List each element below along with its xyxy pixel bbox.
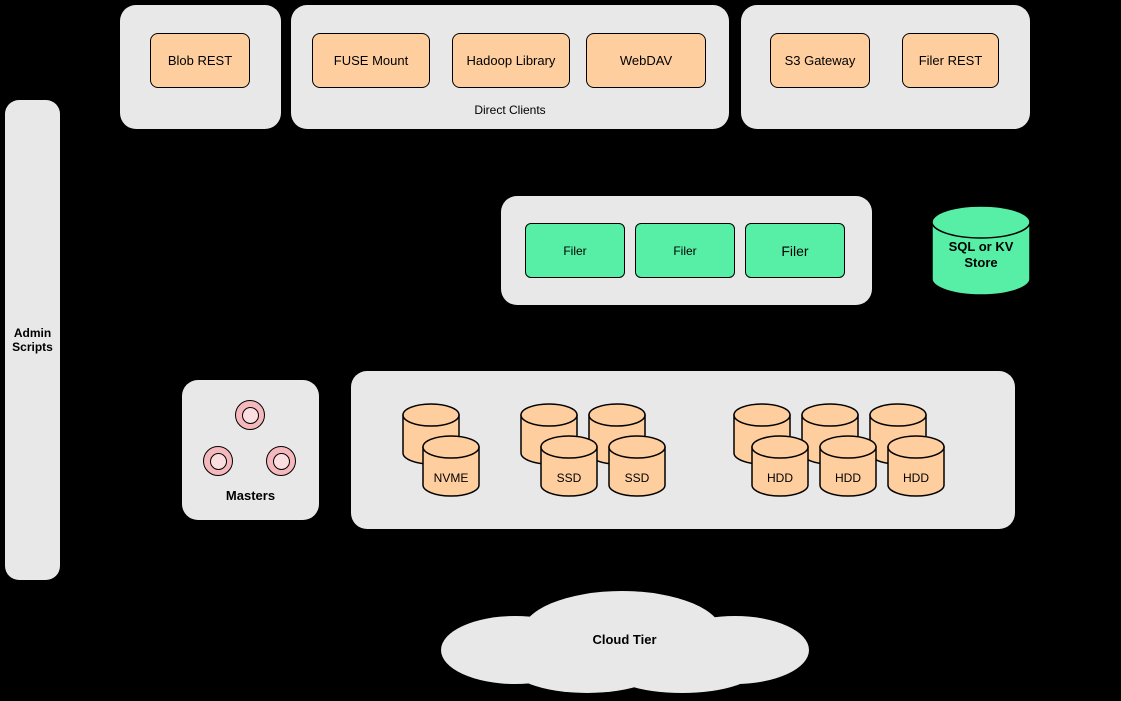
ssd-label: SSD xyxy=(556,471,582,485)
cloud-icon xyxy=(441,591,809,693)
webdav-label: WebDAV xyxy=(619,53,673,68)
admin-scripts-label: Admin Scripts xyxy=(12,325,53,354)
sql-kv-store-label: SQL or KV Store xyxy=(948,239,1014,271)
webdav-node: WebDAV xyxy=(586,33,706,88)
master-node-icon xyxy=(203,446,233,476)
direct-clients-group: FUSE Mount Hadoop Library WebDAV Direct … xyxy=(291,5,729,129)
nvme-cylinder: NVME xyxy=(422,435,480,497)
filer-label-2: Filer xyxy=(673,243,697,258)
hdd-label: HDD xyxy=(767,471,793,485)
cloud-tier-shape: Cloud Tier xyxy=(437,588,812,696)
hdd-cylinder: HDD xyxy=(751,435,809,497)
master-node-icon xyxy=(235,400,265,430)
database-cylinder-icon xyxy=(931,205,1031,296)
hdd-cylinder: HDD xyxy=(887,435,945,497)
filer-rest-label: Filer REST xyxy=(918,53,983,68)
filer-label-3: Filer xyxy=(781,242,809,259)
volume-servers-group: NVME SSD SSD xyxy=(351,371,1015,529)
filer-node-2: Filer xyxy=(635,223,735,278)
filer-node-3: Filer xyxy=(745,223,845,278)
blob-rest-node: Blob REST xyxy=(150,33,250,88)
direct-clients-caption: Direct Clients xyxy=(474,103,546,117)
blob-rest-label: Blob REST xyxy=(167,53,233,68)
hdd-label: HDD xyxy=(835,471,861,485)
ssd-cylinder: SSD xyxy=(540,435,598,497)
master-node-icon xyxy=(266,446,296,476)
sql-kv-store-cylinder: SQL or KV Store xyxy=(931,205,1031,297)
blob-rest-group: Blob REST xyxy=(120,5,281,129)
s3-gateway-label: S3 Gateway xyxy=(784,53,856,68)
cloud-tier-label: Cloud Tier xyxy=(592,632,657,647)
filer-rest-node: Filer REST xyxy=(902,33,999,88)
ssd-cylinder: SSD xyxy=(608,435,666,497)
hdd-label: HDD xyxy=(903,471,929,485)
filer-group: Filer Filer Filer xyxy=(501,196,872,305)
filer-label-1: Filer xyxy=(563,243,587,258)
admin-scripts-panel: Admin Scripts xyxy=(5,100,60,580)
masters-label: Masters xyxy=(225,488,276,503)
gateway-group: S3 Gateway Filer REST xyxy=(741,5,1030,129)
hdd-cylinder: HDD xyxy=(819,435,877,497)
hadoop-library-node: Hadoop Library xyxy=(452,33,570,88)
s3-gateway-node: S3 Gateway xyxy=(770,33,870,88)
filer-node-1: Filer xyxy=(525,223,625,278)
masters-group: Masters xyxy=(182,380,319,520)
hadoop-library-label: Hadoop Library xyxy=(466,53,556,68)
nvme-label: NVME xyxy=(433,471,469,485)
fuse-mount-node: FUSE Mount xyxy=(312,33,430,88)
fuse-mount-label: FUSE Mount xyxy=(333,53,409,68)
ssd-label: SSD xyxy=(624,471,650,485)
